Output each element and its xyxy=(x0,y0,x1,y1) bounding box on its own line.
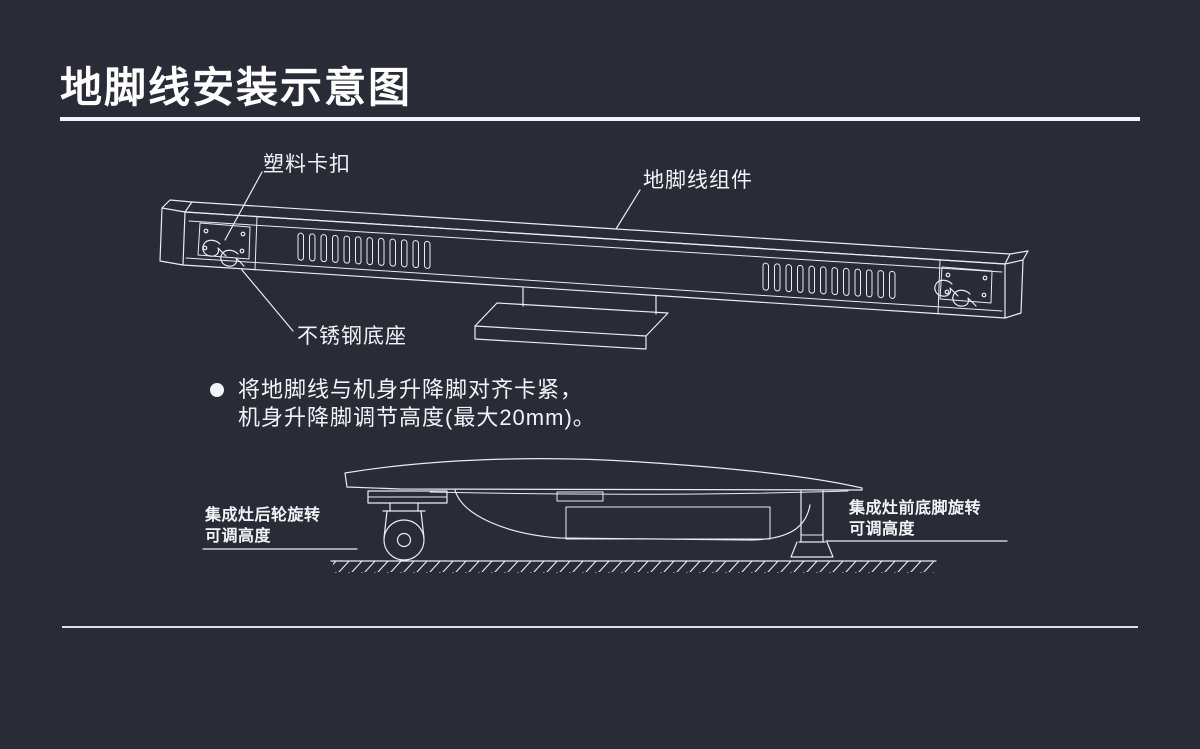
label-front-foot: 集成灶前底脚旋转 可调高度 xyxy=(849,498,981,540)
vent-slot xyxy=(297,232,305,261)
wheel-outer xyxy=(383,519,425,561)
wheel-hub xyxy=(396,532,412,548)
vent-slot xyxy=(389,238,397,267)
note-text: 将地脚线与机身升降脚对齐卡紧， 机身升降脚调节高度(最大20mm)。 xyxy=(238,376,596,432)
vent-slot xyxy=(808,265,816,294)
body-box xyxy=(565,506,771,540)
caster-plate xyxy=(367,490,448,504)
body-tab xyxy=(556,491,604,502)
bullet-icon xyxy=(210,383,224,397)
vent-slot xyxy=(796,264,804,294)
vent-slot xyxy=(842,267,850,297)
panel-seam-left xyxy=(254,216,258,271)
vent-slot xyxy=(785,263,793,293)
label-front-foot-line1: 集成灶前底脚旋转 xyxy=(849,500,982,517)
label-plastic-clip: 塑料卡扣 xyxy=(263,153,351,176)
vent-slot xyxy=(320,233,328,263)
panel-seam-right xyxy=(937,259,941,315)
note-line-1: 将地脚线与机身升降脚对齐卡紧， xyxy=(238,377,584,402)
vent-slot xyxy=(354,236,362,265)
vent-slot xyxy=(366,236,374,266)
vent-slot xyxy=(865,269,873,298)
vent-slot xyxy=(400,239,408,268)
vent-slot xyxy=(762,262,770,291)
countertop-edge-line xyxy=(429,490,849,495)
note-line-2: 机身升降脚调节高度(最大20mm)。 xyxy=(238,405,596,430)
countertop xyxy=(344,458,863,491)
vent-slot xyxy=(308,233,316,262)
vent-slot xyxy=(888,270,896,300)
vent-slot xyxy=(877,269,885,299)
label-stainless-base: 不锈钢底座 xyxy=(297,325,407,348)
vent-slot xyxy=(773,263,781,292)
baseboard-top-face xyxy=(184,201,1011,265)
label-rear-wheel: 集成灶后轮旋转 可调高度 xyxy=(205,505,321,547)
end-plate-right xyxy=(939,266,993,304)
page-title: 地脚线安装示意图 xyxy=(60,64,413,111)
plastic-clip-left xyxy=(202,239,245,267)
vent-slot xyxy=(423,240,431,270)
vent-slot xyxy=(819,266,827,295)
adjustable-foot xyxy=(790,490,834,558)
panel-upper-line xyxy=(188,220,1003,273)
vent-slots-left xyxy=(297,232,431,270)
vent-slot xyxy=(854,268,862,297)
vent-slot xyxy=(831,266,839,296)
label-baseboard-assembly: 地脚线组件 xyxy=(643,169,753,192)
vent-slot xyxy=(343,235,351,264)
side-view-drawing xyxy=(202,458,1008,573)
leader-stainless-base xyxy=(241,269,294,332)
baseboard-drawing xyxy=(159,171,1029,350)
panel-lower-line xyxy=(185,257,1003,312)
end-cap-right xyxy=(939,250,1029,319)
vent-slot xyxy=(377,237,385,267)
title-divider xyxy=(60,117,1140,121)
ground-hatching xyxy=(330,560,937,573)
footer-divider xyxy=(62,626,1138,628)
stove-body xyxy=(454,489,811,541)
leader-assembly xyxy=(615,189,641,230)
instruction-note: 将地脚线与机身升降脚对齐卡紧， 机身升降脚调节高度(最大20mm)。 xyxy=(210,376,596,432)
vent-slot xyxy=(331,234,339,264)
vent-slots-right xyxy=(762,262,896,300)
mounting-bracket xyxy=(474,287,669,350)
label-rear-wheel-line1: 集成灶后轮旋转 xyxy=(205,507,321,524)
end-cap-left xyxy=(159,199,251,266)
vent-slot xyxy=(412,239,420,269)
leader-plastic-clip xyxy=(224,171,263,241)
caster-wheel xyxy=(367,490,448,561)
label-front-foot-line2: 可调高度 xyxy=(849,521,916,538)
label-rear-wheel-line2: 可调高度 xyxy=(205,528,272,545)
